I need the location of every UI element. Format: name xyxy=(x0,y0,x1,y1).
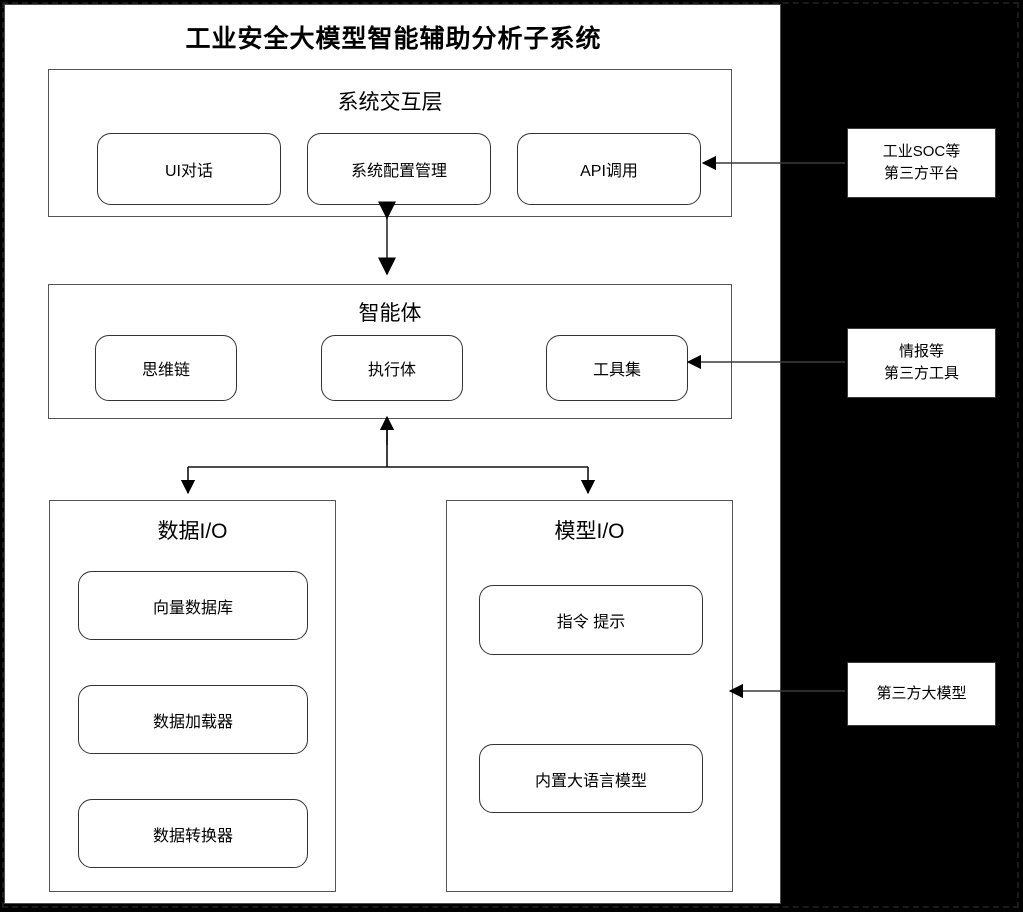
external-line-2: 第三方平台 xyxy=(883,165,959,182)
node-system-config-management[interactable]: 系统配置管理 xyxy=(307,133,491,205)
node-data-loader[interactable]: 数据加载器 xyxy=(78,685,308,754)
external-line-1: 工业SOC等 xyxy=(882,143,961,161)
external-line-2: 第三方工具 xyxy=(883,365,959,382)
node-ui-dialog[interactable]: UI对话 xyxy=(97,133,281,205)
node-vector-database[interactable]: 向量数据库 xyxy=(78,571,308,640)
node-chain-of-thought[interactable]: 思维链 xyxy=(95,335,237,401)
data-io-title: 数据I/O xyxy=(157,520,228,543)
agent-layer-title: 智能体 xyxy=(358,302,422,325)
external-box-industrial-soc[interactable]: 工业SOC等 第三方平台 xyxy=(847,128,996,198)
model-io-title: 模型I/O xyxy=(554,520,625,543)
system-title: 工业安全大模型智能辅助分析子系统 xyxy=(185,25,602,53)
node-instruction-prompt[interactable]: 指令 提示 xyxy=(479,585,703,655)
node-data-converter[interactable]: 数据转换器 xyxy=(78,799,308,868)
external-box-intelligence-tools[interactable]: 情报等 第三方工具 xyxy=(847,328,996,398)
system-container: 工业安全大模型智能辅助分析子系统 系统交互层 UI对话 系统配置管理 API调用… xyxy=(4,4,781,904)
interaction-layer-panel: 系统交互层 UI对话 系统配置管理 API调用 xyxy=(48,69,732,217)
agent-layer-panel: 智能体 思维链 执行体 工具集 xyxy=(48,284,732,419)
external-box-third-party-llm[interactable]: 第三方大模型 xyxy=(847,662,996,726)
external-box-intelligence-tools-text: 情报等 第三方工具 xyxy=(884,341,959,385)
external-line-1: 情报等 xyxy=(898,343,944,361)
external-box-third-party-llm-text: 第三方大模型 xyxy=(876,685,967,703)
data-io-panel: 数据I/O 向量数据库 数据加载器 数据转换器 xyxy=(49,500,336,892)
node-executor[interactable]: 执行体 xyxy=(321,335,463,401)
node-api-call[interactable]: API调用 xyxy=(517,133,701,205)
node-toolset[interactable]: 工具集 xyxy=(546,335,688,401)
model-io-panel: 模型I/O 指令 提示 内置大语言模型 xyxy=(446,500,733,892)
external-box-industrial-soc-text: 工业SOC等 第三方平台 xyxy=(883,141,961,185)
interaction-layer-title: 系统交互层 xyxy=(337,91,443,114)
node-builtin-llm[interactable]: 内置大语言模型 xyxy=(479,744,703,813)
